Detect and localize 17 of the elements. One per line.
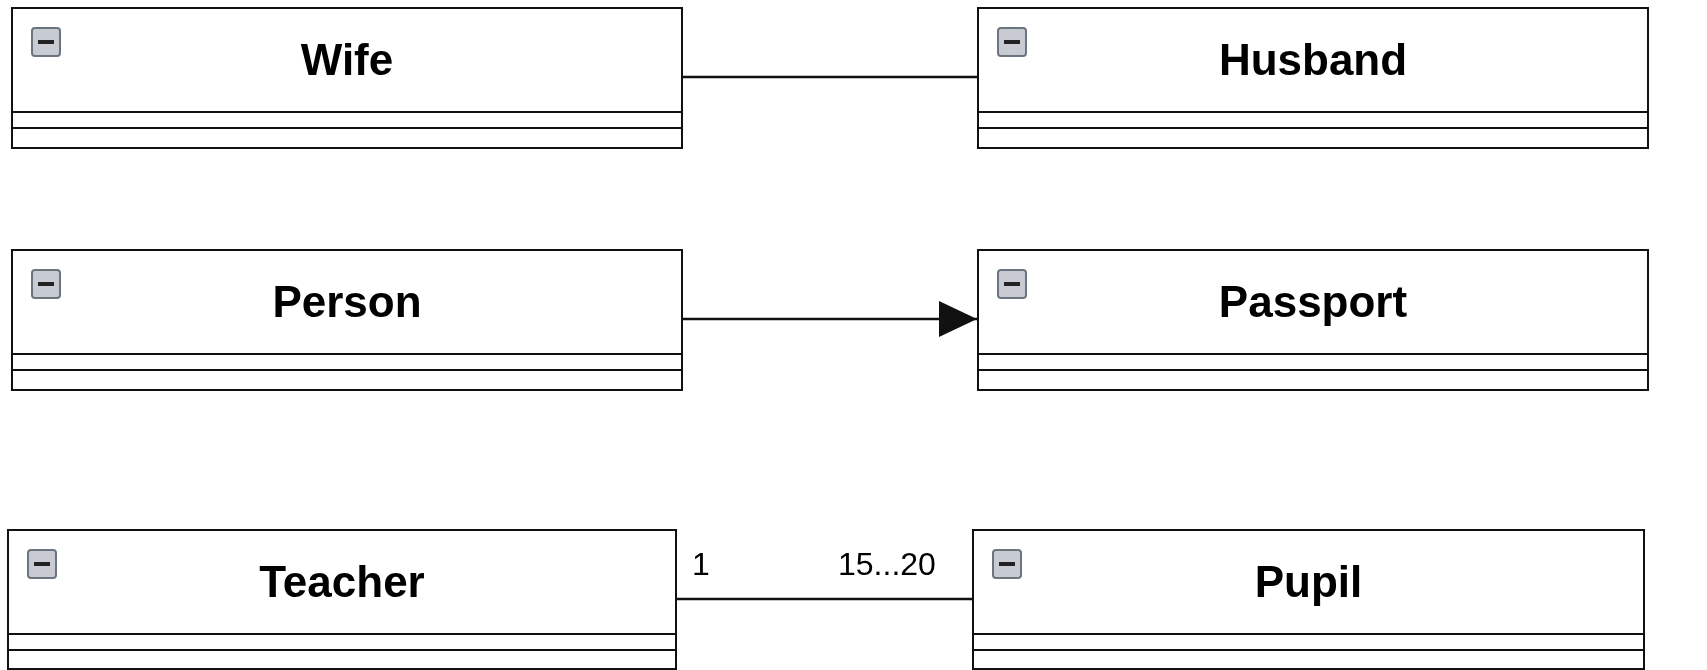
class-name: Passport — [1218, 277, 1408, 327]
class-name: Person — [272, 277, 422, 327]
multiplicity-label: 15...20 — [838, 546, 936, 583]
arrow — [683, 301, 977, 337]
class-box — [977, 249, 1649, 391]
class-box — [977, 7, 1649, 149]
class-box — [11, 7, 683, 149]
class-box — [7, 529, 677, 670]
multiplicity-label: 1 — [692, 546, 710, 583]
class-name: Teacher — [259, 557, 425, 607]
association-line — [683, 75, 977, 79]
association-line — [677, 597, 972, 601]
class-box — [11, 249, 683, 391]
class-name: Wife — [300, 35, 394, 85]
class-name: Husband — [1218, 35, 1408, 85]
class-name: Pupil — [1254, 557, 1363, 607]
class-box — [972, 529, 1645, 670]
